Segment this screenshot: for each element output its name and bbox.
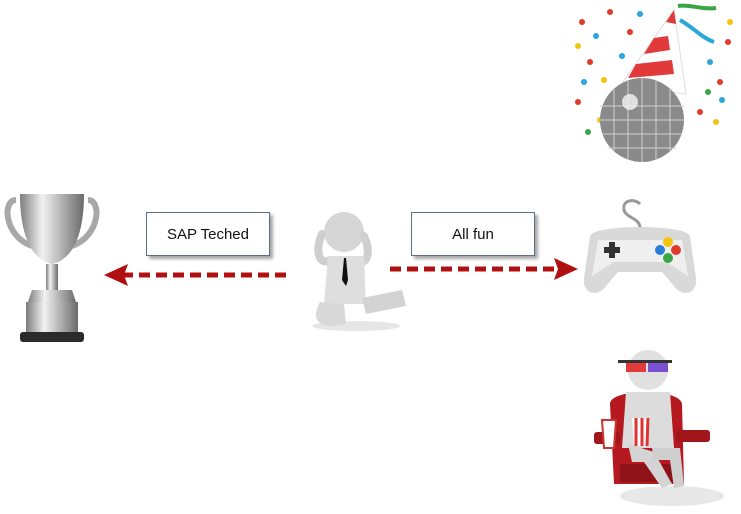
trophy-icon <box>2 186 102 348</box>
party-hat-disco-ball-icon <box>570 2 738 168</box>
left-dashed-arrow <box>102 262 292 288</box>
3d-movie-viewer-icon <box>592 344 724 508</box>
gamepad-icon <box>580 196 700 300</box>
all-fun-label: All fun <box>411 212 535 256</box>
sap-teched-text: SAP Teched <box>166 225 249 243</box>
sap-teched-label: SAP Teched <box>146 212 270 256</box>
all-fun-text: All fun <box>452 225 494 243</box>
thinking-person-icon <box>306 206 410 332</box>
right-dashed-arrow <box>388 256 580 282</box>
